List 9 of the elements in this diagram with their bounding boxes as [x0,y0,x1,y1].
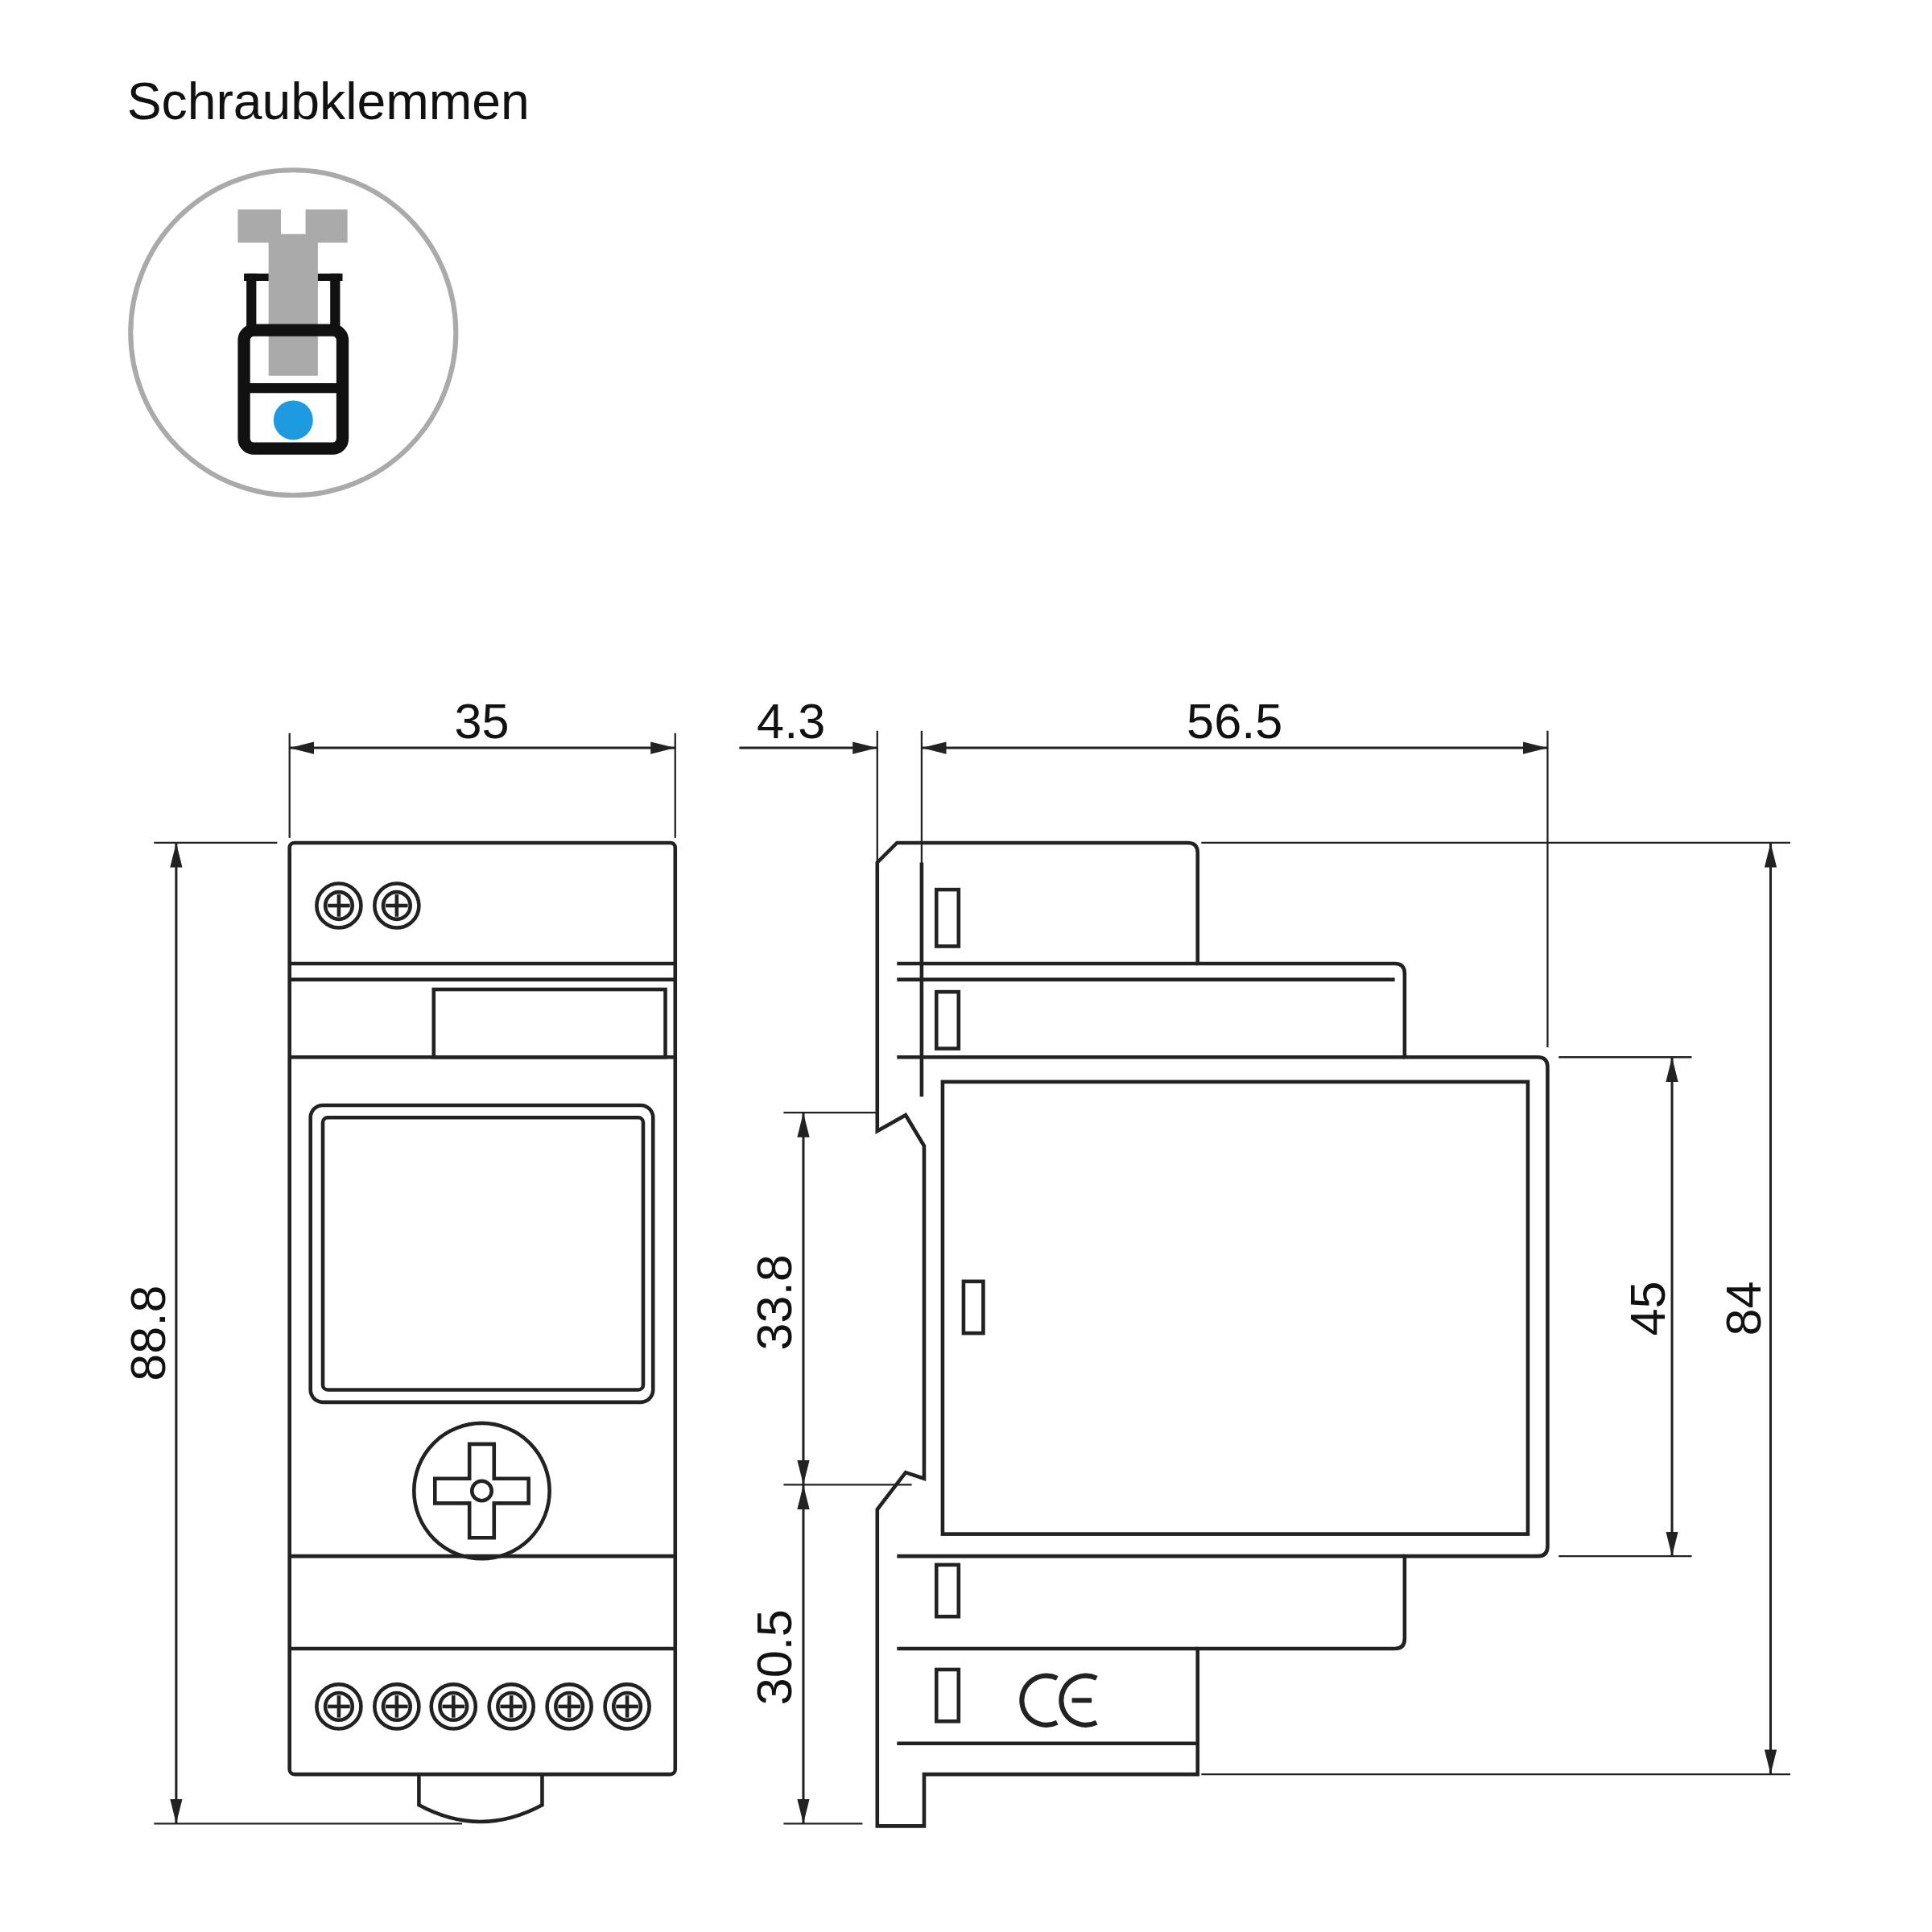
dimension-value: 30.5 [749,1609,799,1706]
dimension-value: 4.3 [757,696,826,745]
title: Schraubklemmen [126,76,530,129]
dimension-value: 33.8 [749,1254,799,1351]
dimension-value: 88.8 [123,1285,173,1381]
dimension-value: 35 [454,696,510,745]
dimension-value: 56.5 [1187,696,1283,745]
dimension-value: 45 [1622,1281,1673,1336]
dimension-value: 84 [1719,1281,1769,1336]
